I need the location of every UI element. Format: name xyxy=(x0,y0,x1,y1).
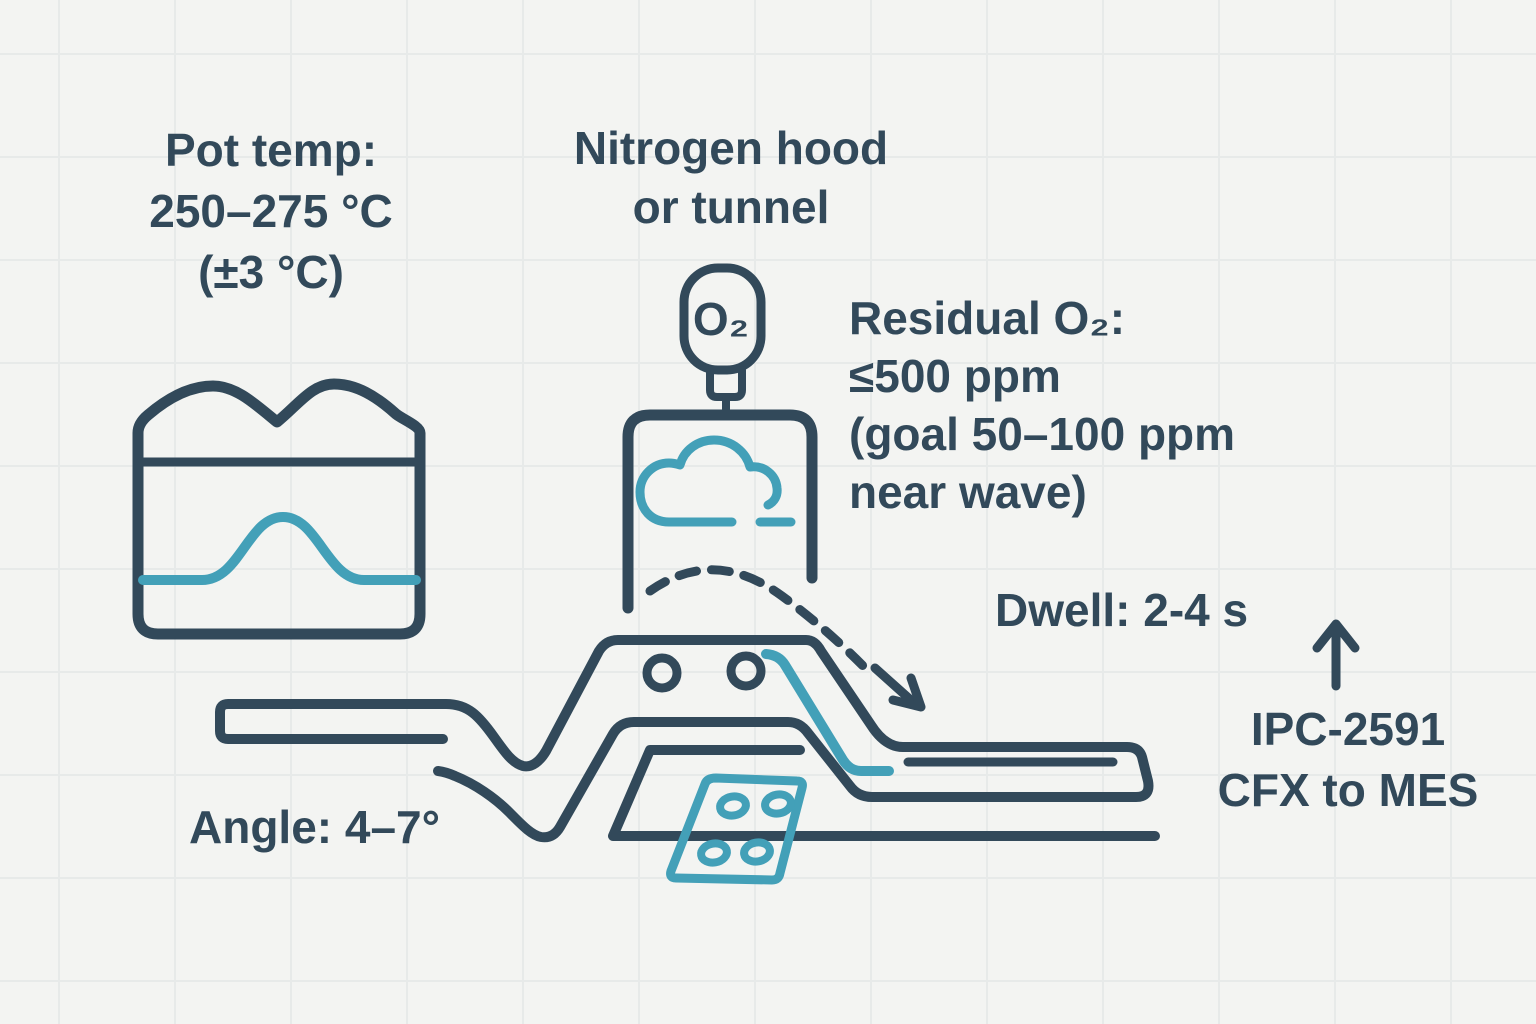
pcb-hole xyxy=(740,838,774,866)
arrow-shaft xyxy=(870,663,918,707)
pcb-hole xyxy=(697,839,731,867)
roller-icon xyxy=(726,651,766,691)
cloud-outline xyxy=(635,435,782,527)
residual-o2-line: Residual O₂: xyxy=(849,292,1126,344)
residual-o2-line: near wave) xyxy=(849,466,1087,518)
angle-label: Angle: 4–7° xyxy=(189,801,441,853)
residual-o2-line: (goal 50–100 ppm xyxy=(849,408,1236,460)
dwell-label: Dwell: 2-4 s xyxy=(995,584,1249,636)
ipc-line: CFX to MES xyxy=(1217,764,1479,816)
nitrogen-hood-label: Nitrogen hood or tunnel xyxy=(551,119,911,237)
arrow-head xyxy=(888,673,926,712)
pcb-board-icon xyxy=(666,773,807,885)
solder-pot-icon xyxy=(132,378,426,640)
dashed-arc-arrow-icon xyxy=(645,565,926,712)
conveyor-band xyxy=(215,635,1154,843)
wave-nozzle-icon xyxy=(608,745,1160,841)
conveyor-rail-icon xyxy=(215,635,1154,843)
nitrogen-hood-line: or tunnel xyxy=(632,181,830,233)
up-arrow-icon xyxy=(1312,619,1360,691)
o2-sensor-label: O₂ xyxy=(693,293,749,345)
roller-icon xyxy=(642,653,682,693)
residual-o2-label: Residual O₂: ≤500 ppm (goal 50–100 ppm n… xyxy=(849,289,1235,521)
solder-wave-icon xyxy=(138,512,421,585)
nitrogen-hood-line: Nitrogen hood xyxy=(573,122,889,174)
pcb-hole xyxy=(716,792,750,820)
pot-temp-line: 250–275 °C xyxy=(149,185,393,237)
pot-temp-line: (±3 °C) xyxy=(198,246,344,298)
pot-temp-label: Pot temp: 250–275 °C (±3 °C) xyxy=(91,120,451,303)
o2-sensor-icon: O₂ xyxy=(679,263,766,418)
nitrogen-hood-icon xyxy=(622,409,818,614)
solder-trace-icon xyxy=(761,649,894,776)
cloud-icon xyxy=(635,435,796,527)
pcb-outline xyxy=(666,773,807,885)
residual-o2-line: ≤500 ppm xyxy=(849,350,1061,402)
solder-pot-outline xyxy=(132,378,426,640)
ipc-label: IPC-2591 CFX to MES xyxy=(1198,699,1498,821)
o2-sensor-body xyxy=(679,263,766,375)
up-arrow-head xyxy=(1312,619,1360,653)
dashed-arc xyxy=(645,565,873,676)
pot-temp-line: Pot temp: xyxy=(164,124,378,176)
pcb-hole xyxy=(761,790,795,818)
ipc-line: IPC-2591 xyxy=(1250,703,1446,755)
